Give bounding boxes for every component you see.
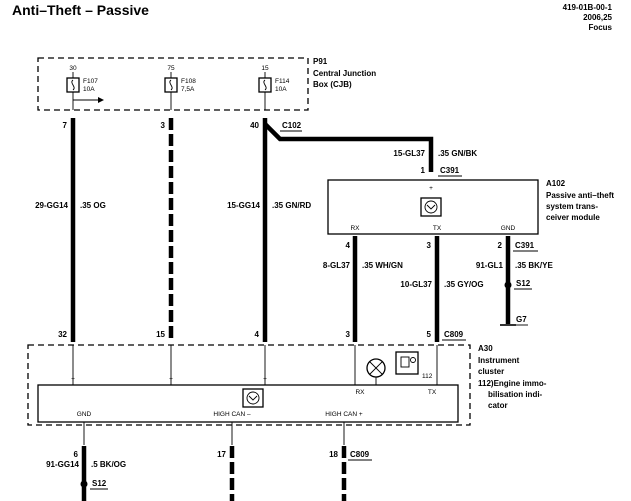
a30-indicator-3: cator [488,401,508,410]
fuse-f114: 15 F114 10A [258,65,290,110]
cluster-connector-c809-bottom: C809 [350,450,370,459]
a102-label-rx: RX [350,225,360,232]
a102-connector-c391-gnd: C391 [515,241,535,250]
indicator-number-112: 112 [422,373,433,380]
fuse-name-f108: F108 [181,78,196,85]
a102-desc-1: Passive anti–theft [546,191,614,200]
fuse-name-f114: F114 [275,78,290,85]
immobiliser-lamp-icon [366,358,386,385]
ref-code: 419-01B-00-1 [563,3,613,12]
model-year: 2006,25 [583,13,612,22]
cluster-label-high-can-minus: HIGH CAN – [213,411,251,418]
wire-circuit-91-gg14: 91-GG14 [46,460,79,469]
cluster-pin-32: 32 [58,330,67,339]
fuse-supply-75: 75 [167,65,175,72]
cjb-id: P91 [313,57,328,66]
a30-desc-2: cluster [478,367,504,376]
plus-mark-2: + [169,376,173,383]
ground-g7-label: G7 [516,315,527,324]
a30-id: A30 [478,344,493,353]
cluster-pin-6: 6 [74,450,79,459]
a102-pin-3: 3 [427,241,432,250]
cluster-module-icon [242,388,264,408]
wire-circuit-15-gl37: 15-GL37 [393,149,425,158]
a102-pin-1: 1 [421,166,426,175]
splice-s12-top-label: S12 [516,279,531,288]
wire-15-gl37 [263,122,434,172]
fuse-rating-f107: 10A [83,86,95,93]
cluster-pin-3: 3 [346,330,351,339]
fuse-supply-15: 15 [261,65,269,72]
cluster-inner-box [37,384,459,423]
cluster-pin-17: 17 [217,450,226,459]
cluster-label-tx: TX [428,389,437,396]
fuse-name-f107: F107 [83,78,98,85]
a30-cluster-box [27,344,471,426]
cluster-label-rx: RX [355,389,365,396]
plus-mark-1: + [71,376,75,383]
a30-desc-1: Instrument [478,356,520,365]
cluster-label-high-can-plus: HIGH CAN + [325,411,363,418]
diagram-title: Anti–Theft – Passive [12,2,149,18]
a30-indicator-2: bilisation indi- [488,390,543,399]
fuse-rating-f108: 7,5A [181,86,195,93]
wire-spec-29-gg14: .35 OG [80,201,106,210]
fuse-rating-f114: 10A [275,86,287,93]
cluster-pin-4: 4 [255,330,260,339]
wire-circuit-29-gg14: 29-GG14 [35,201,68,210]
a102-module-box [327,179,539,235]
splice-s12-bottom [80,480,88,488]
cjb-name-2: Box (CJB) [313,80,352,89]
wire-circuit-91-gl1: 91-GL1 [476,261,504,270]
wire-spec-15-gl37: .35 GN/BK [438,149,477,158]
fuse-supply-30: 30 [69,65,77,72]
cluster-connector-c809-top: C809 [444,330,464,339]
a102-id: A102 [546,179,566,188]
fuse-f107: 30 F107 10A [66,65,104,103]
cjb-connector-c102: C102 [282,121,302,130]
wire-spec-15-gg14: .35 GN/RD [272,201,311,210]
cluster-pin-15: 15 [156,330,165,339]
a102-desc-3: ceiver module [546,213,600,222]
vehicle-model: Focus [588,23,612,32]
cjb-name-1: Central Junction [313,69,376,78]
splice-s12-top [504,281,512,289]
a102-label-tx: TX [433,225,442,232]
a102-connector-c391: C391 [440,166,460,175]
plus-mark-3: + [263,376,267,383]
cluster-label-gnd: GND [77,411,92,418]
wire-spec-8-gl37: .35 WH/GN [362,261,403,270]
cluster-pin-18: 18 [329,450,338,459]
transceiver-module-icon [420,197,442,217]
splice-s12-bottom-label: S12 [92,479,107,488]
wire-circuit-10-gl37: 10-GL37 [400,280,432,289]
wire-spec-91-gl1: .35 BK/YE [515,261,553,270]
a30-indicator-1: 112)Engine immo- [478,379,547,388]
a102-desc-2: system trans- [546,202,598,211]
wire-circuit-8-gl37: 8-GL37 [323,261,351,270]
cjb-box [37,57,309,111]
wire-spec-10-gl37: .35 GY/OG [444,280,484,289]
a102-pin-2: 2 [498,241,503,250]
immobiliser-indicator-icon [395,351,419,375]
wire-spec-91-gg14: .5 BK/OG [91,460,126,469]
wire-circuit-15-gg14: 15-GG14 [227,201,260,210]
cjb-pin-40: 40 [250,121,259,130]
cluster-pin-5: 5 [427,330,432,339]
cjb-pin-7: 7 [63,121,68,130]
cjb-pin-3: 3 [161,121,166,130]
fuse-f108: 75 F108 7,5A [164,65,196,110]
a102-label-gnd: GND [501,225,516,232]
a102-plus-mark: + [429,185,433,192]
a102-pin-4: 4 [346,241,351,250]
